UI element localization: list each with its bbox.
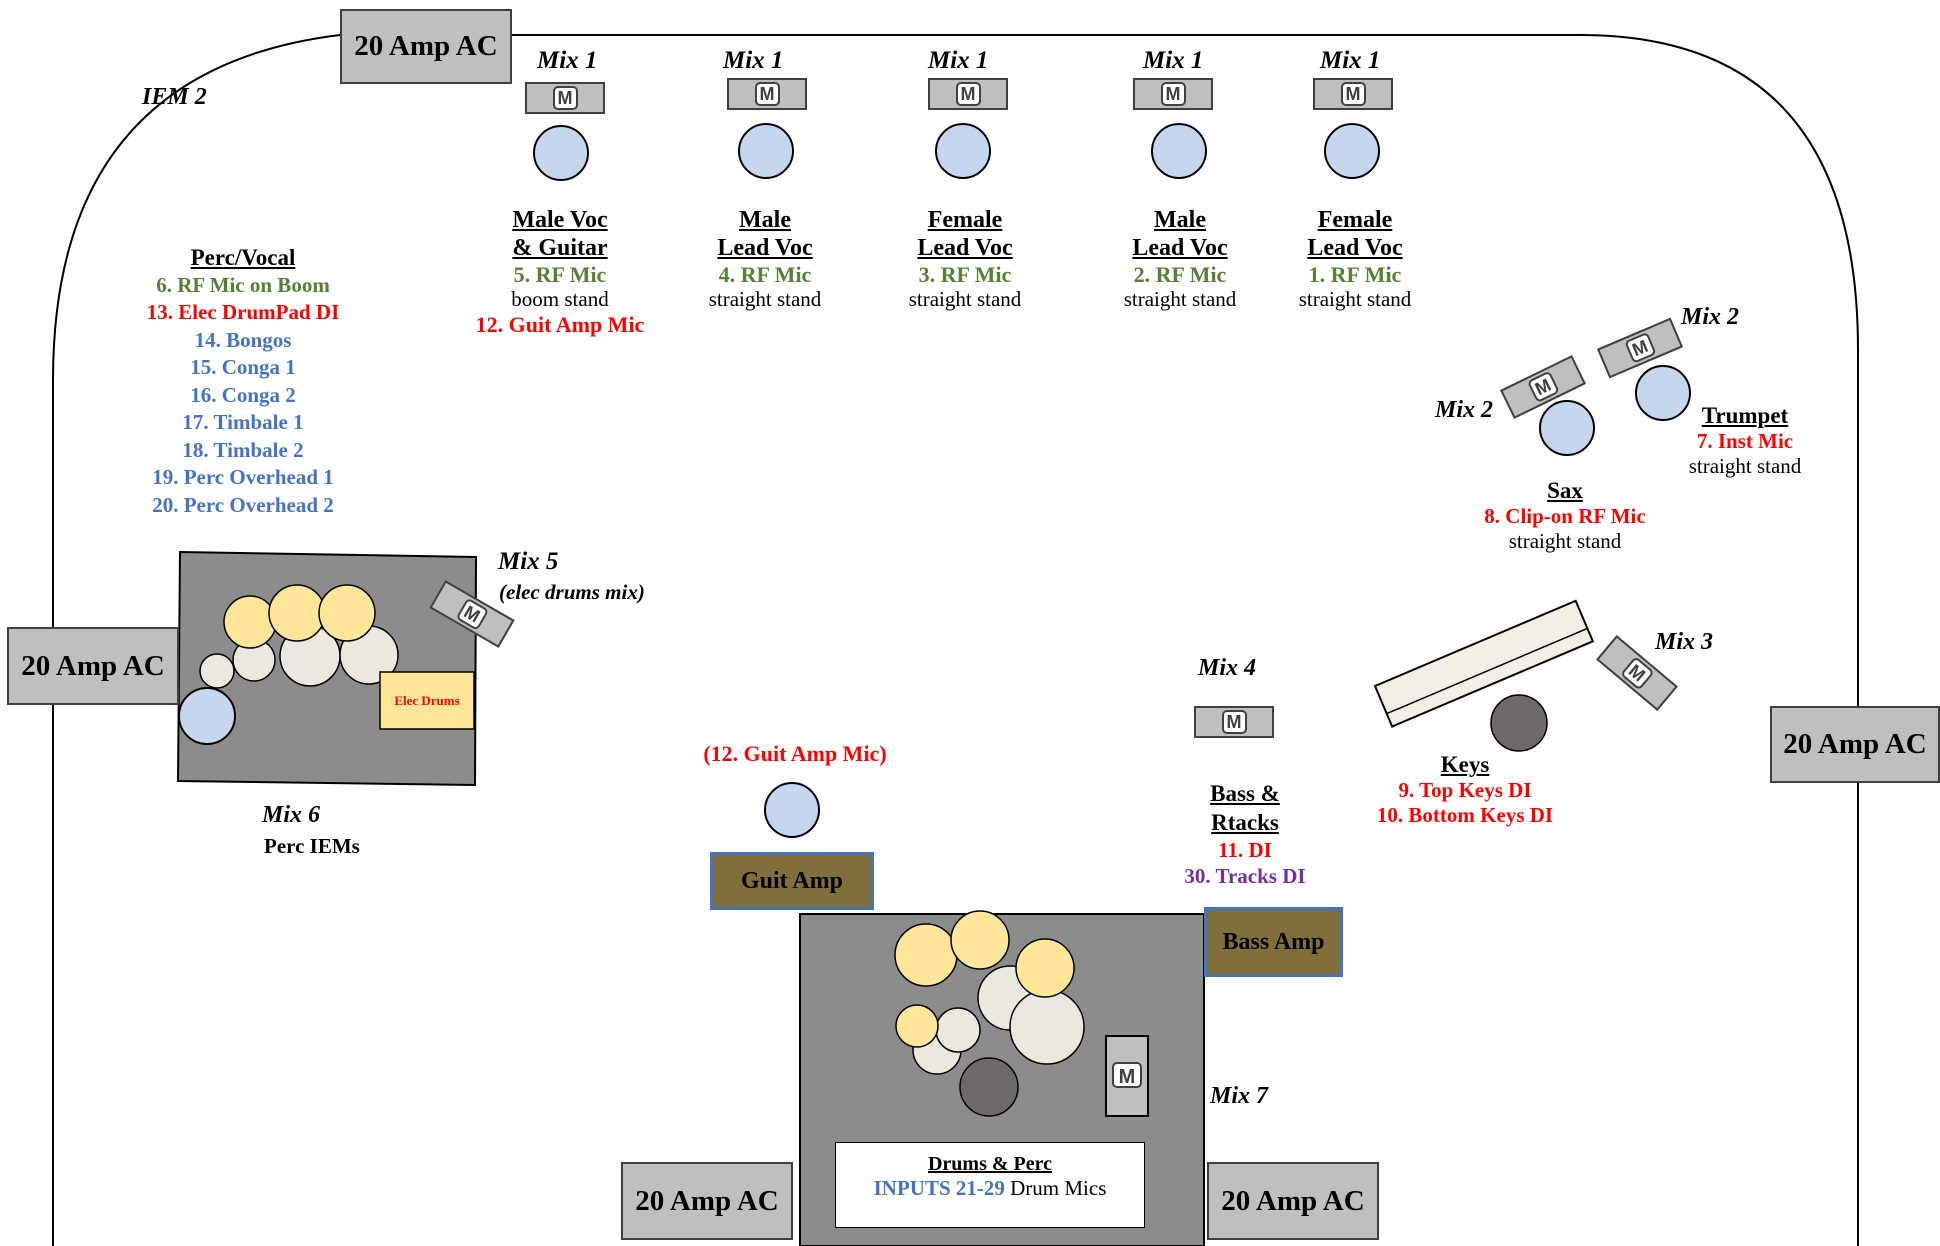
perc-cymbal — [318, 584, 376, 642]
elec-drums-pad — [379, 671, 475, 730]
power-bottom-left: 20 Amp AC — [621, 1162, 793, 1240]
drums-label: Drums & Perc INPUTS 21-29 Drum Mics — [873, 1153, 1107, 1200]
stage-outline — [52, 34, 1859, 1246]
perc-mic — [178, 687, 236, 745]
vocal-mic — [1324, 123, 1380, 179]
elec-drums-mix: Mix 5 — [498, 548, 559, 575]
power-top-left: 20 Amp AC — [340, 9, 512, 84]
bass-mix: Mix 4 — [1198, 655, 1257, 681]
vocal-mic — [1151, 123, 1207, 179]
vocal-mic — [935, 123, 991, 179]
vocal-label-5: Female Lead Voc 1. RF Mic straight stand — [1298, 207, 1412, 312]
vocal-mix-2: Mix 1 — [723, 47, 784, 74]
keys-label: Keys 9. Top Keys DI 10. Bottom Keys DI — [1376, 752, 1554, 827]
kick-drum — [959, 1057, 1019, 1117]
vocal-label-1: Male Voc & Guitar 5. RF Mic boom stand 1… — [475, 207, 645, 337]
vocal-label-3: Female Lead Voc 3. RF Mic straight stand — [908, 207, 1022, 312]
mix6-label: Mix 6 — [262, 802, 321, 828]
drum — [1009, 989, 1085, 1065]
trumpet-mix: Mix 2 — [1681, 304, 1740, 330]
vocal-mix-5: Mix 1 — [1320, 47, 1381, 74]
keys-mix: Mix 3 — [1655, 629, 1714, 655]
vocal-label-2: Male Lead Voc 4. RF Mic straight stand — [708, 207, 822, 312]
perc-vocal-list: Perc/Vocal 6. RF Mic on Boom 13. Elec Dr… — [146, 245, 340, 517]
mix6-note: Perc IEMs — [264, 834, 360, 858]
power-right: 20 Amp AC — [1770, 706, 1940, 783]
bass-amp: Bass Amp — [1204, 907, 1343, 977]
vocal-mic — [738, 123, 794, 179]
perc-cymbal — [223, 595, 277, 649]
drum — [935, 1007, 981, 1053]
trumpet-label: Trumpet 7. Inst Mic straight stand — [1688, 403, 1802, 478]
vocal-mix-3: Mix 1 — [928, 47, 989, 74]
guit-amp-mic — [764, 782, 820, 838]
bass-label: Bass & Rtacks 11. DI 30. Tracks DI — [1184, 781, 1306, 888]
iem2-label: IEM 2 — [142, 84, 207, 110]
vocal-mic — [533, 125, 589, 181]
elec-drums-label: Elec Drums — [394, 693, 460, 708]
drums-mix: Mix 7 — [1210, 1083, 1269, 1109]
cymbal — [894, 923, 958, 987]
vocal-label-4: Male Lead Voc 2. RF Mic straight stand — [1123, 207, 1237, 312]
vocal-mix-1: Mix 1 — [537, 47, 598, 74]
monitor-wedge: M — [1133, 78, 1213, 110]
perc-cymbal — [268, 584, 326, 642]
trumpet-mic — [1635, 365, 1691, 421]
elec-drums-mix-note: (elec drums mix) — [499, 580, 645, 604]
keys-stand — [1490, 694, 1548, 752]
cymbal — [1015, 938, 1075, 998]
guit-amp-mic-label: (12. Guit Amp Mic) — [703, 741, 887, 766]
monitor-wedge: M — [928, 78, 1008, 110]
power-left: 20 Amp AC — [7, 627, 179, 705]
drums-label-box — [835, 1142, 1145, 1228]
vocal-mix-4: Mix 1 — [1143, 47, 1204, 74]
power-bottom-right: 20 Amp AC — [1207, 1162, 1379, 1240]
sax-mic — [1539, 400, 1595, 456]
sax-mix: Mix 2 — [1435, 397, 1494, 423]
guit-amp: Guit Amp — [710, 852, 874, 910]
perc-drum — [199, 653, 235, 689]
cymbal — [950, 910, 1010, 970]
bass-monitor: M — [1194, 706, 1274, 738]
monitor-wedge: M — [727, 78, 807, 110]
drum-monitor-m: M — [1119, 1066, 1136, 1088]
sax-label: Sax 8. Clip-on RF Mic straight stand — [1484, 478, 1646, 553]
cymbal — [895, 1004, 939, 1048]
monitor-wedge: M — [1313, 78, 1393, 110]
monitor-wedge: M — [525, 82, 605, 114]
keyboard — [1373, 599, 1595, 728]
